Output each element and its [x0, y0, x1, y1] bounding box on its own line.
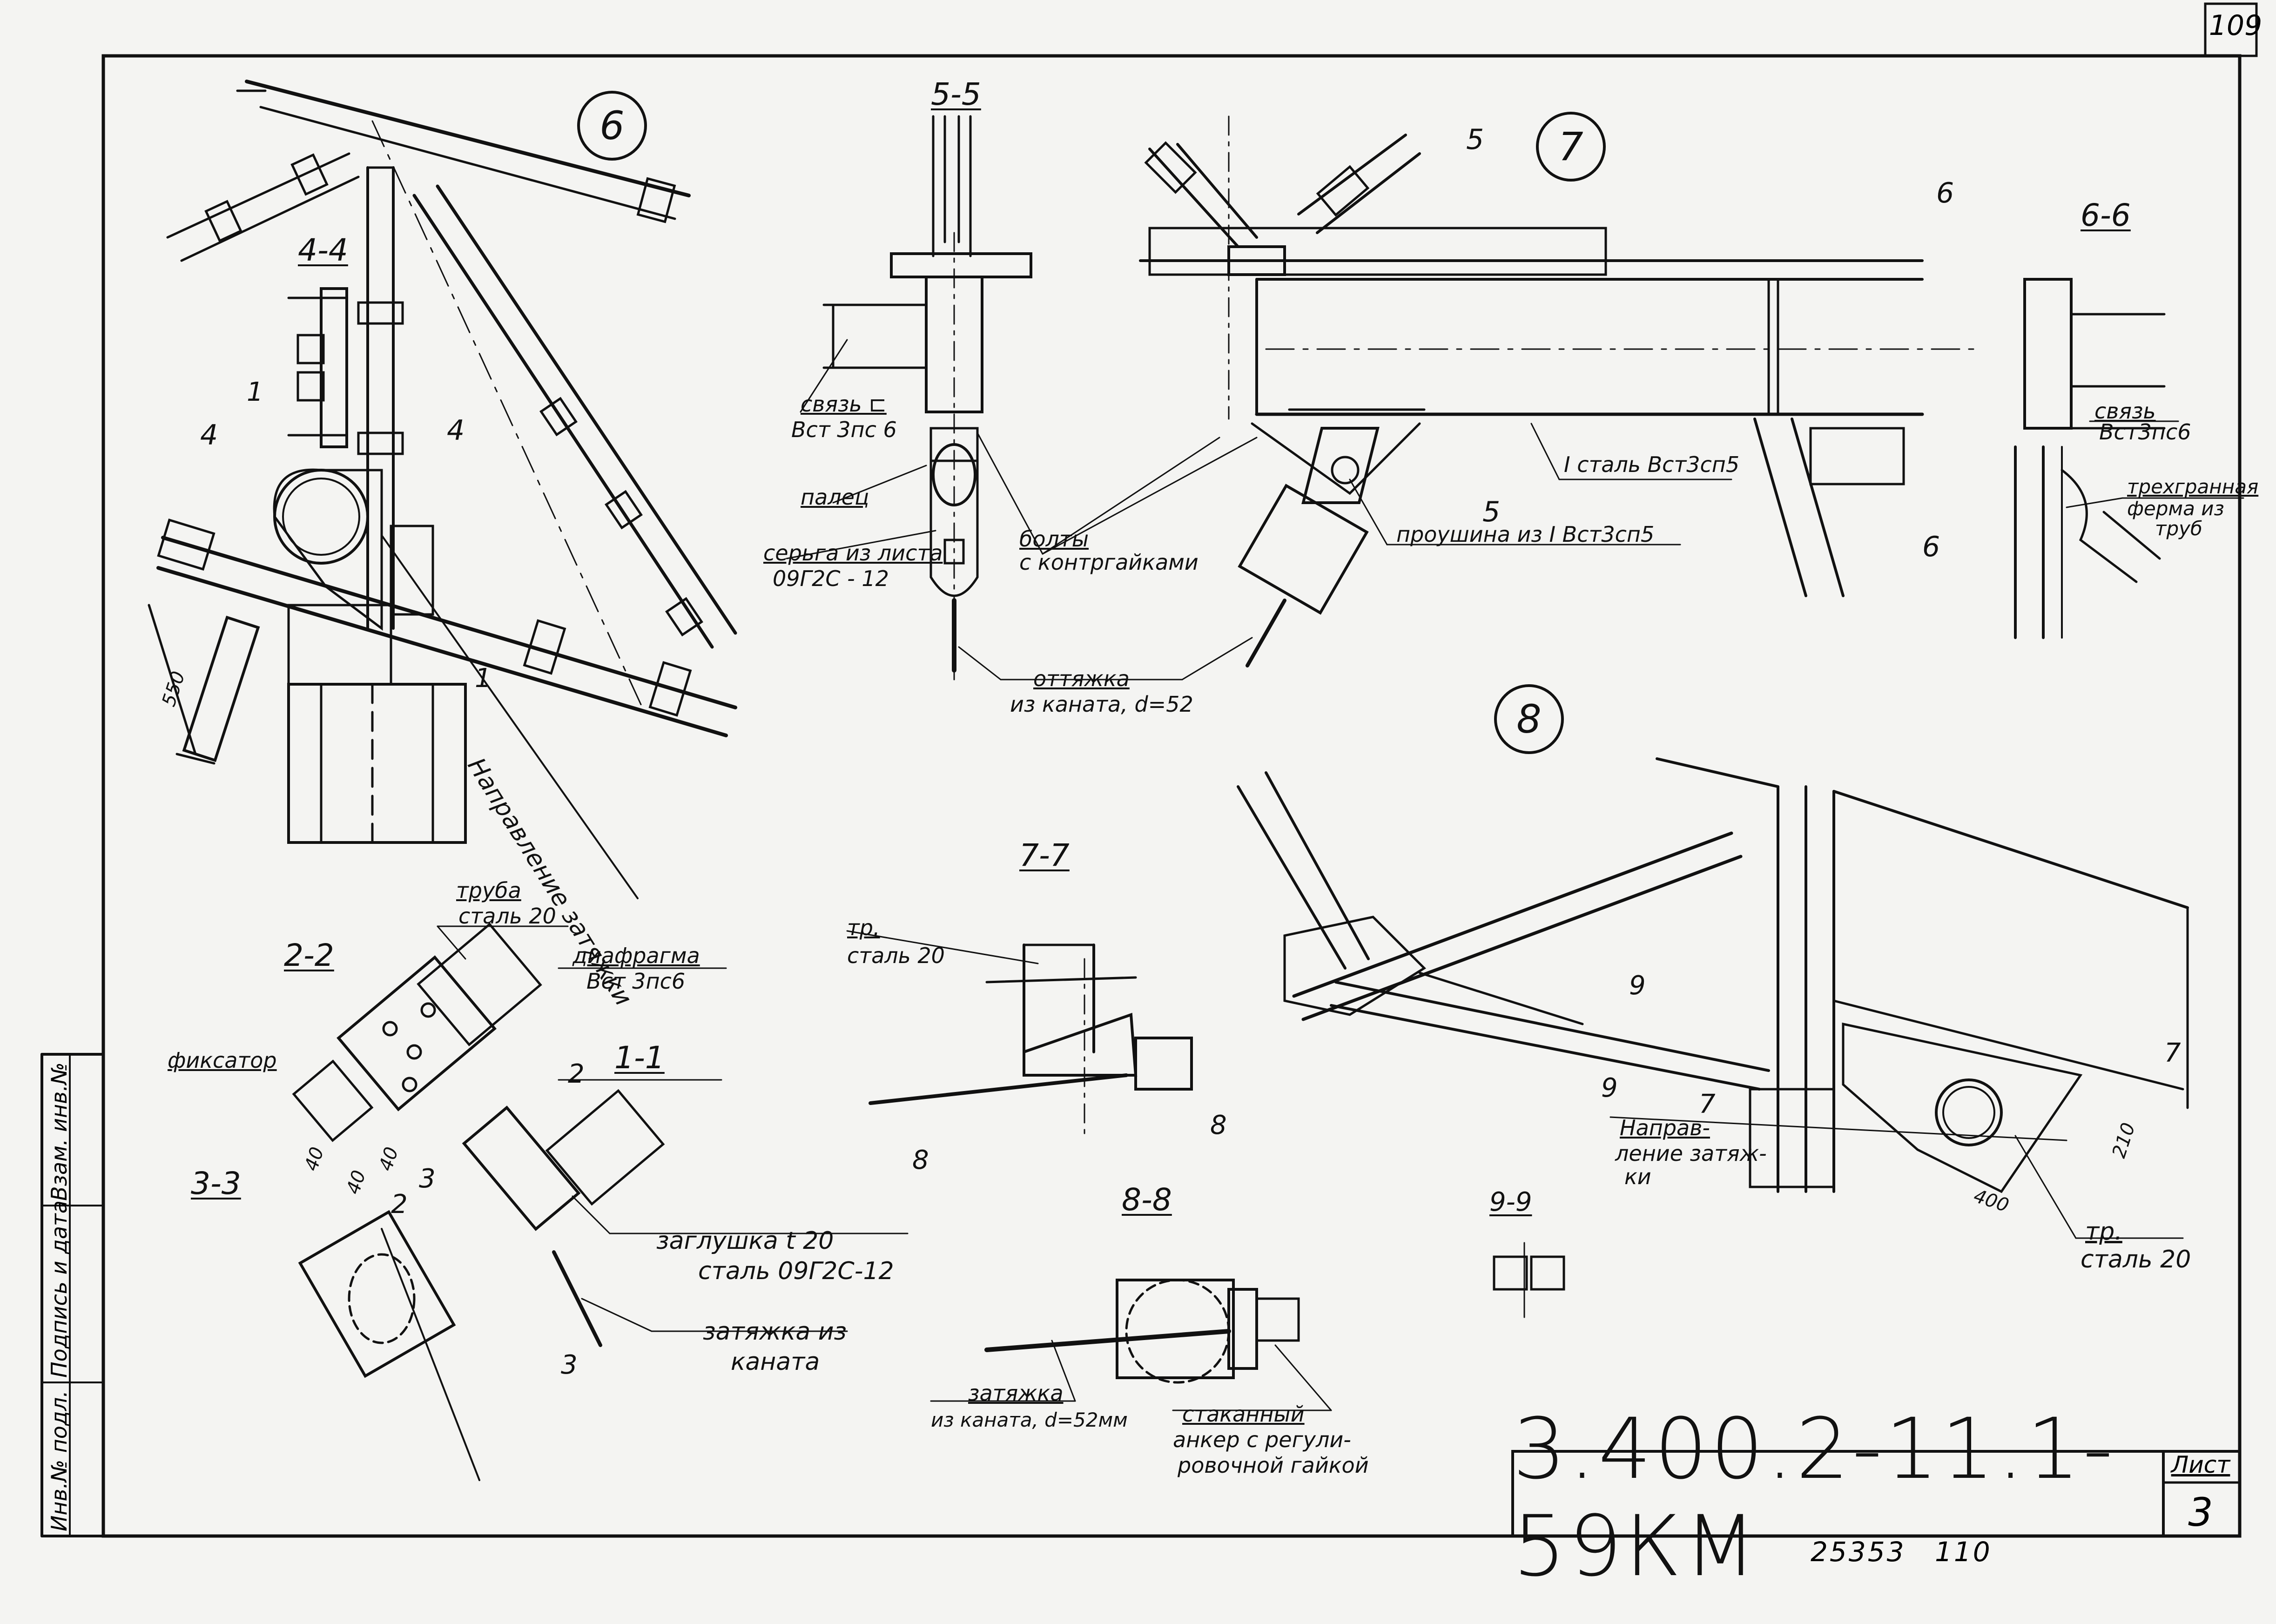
cut-mark-4b: 4 — [447, 414, 465, 447]
cut-mark-2b: 2 — [391, 1189, 408, 1220]
note-bolty-2: с контргайками — [1019, 550, 1199, 575]
note-trekhgrannaya: трехгранная — [2127, 475, 2259, 498]
note-svyaz-2-steel: Вст3пс6 — [2099, 419, 2191, 445]
cut-mark-8a: 8 — [912, 1145, 929, 1175]
note-zaglushka: заглушка t 20 — [656, 1227, 834, 1255]
node-8-marker: 8 — [1494, 684, 1564, 754]
cut-mark-7b: 7 — [1699, 1089, 1716, 1119]
cut-mark-1a: 1 — [247, 377, 263, 407]
note-tr-stal20-2: сталь 20 — [847, 943, 945, 968]
drawing-code: 3.400.2-11.1-59КМ — [1513, 1401, 2116, 1595]
node-6-drawing — [148, 80, 737, 899]
note-napravlenie-2c: ки — [1624, 1164, 1651, 1189]
note-zatyazhka-kanat-2: каната — [731, 1348, 820, 1376]
section-2-2-title: 2-2 — [284, 937, 334, 973]
section-5-5-drawing — [822, 115, 1032, 681]
archive-number: 25353 110 — [1811, 1536, 1992, 1568]
note-tr-stal20-b2: сталь 20 — [2081, 1246, 2191, 1274]
section-3-3-title: 3-3 — [191, 1166, 241, 1201]
section-8-8-drawing — [984, 1279, 1300, 1384]
note-truba: труба — [456, 878, 521, 903]
section-5-5-title: 5-5 — [931, 76, 981, 112]
sections-1-2-3-drawing — [292, 923, 665, 1481]
note-stakannyi-2: анкер с регули- — [1173, 1427, 1351, 1452]
note-tr-stal20-b: тр. — [2085, 1218, 2122, 1246]
note-fiksator: фиксатор — [168, 1048, 277, 1073]
note-proushina: проушина из I Вст3сп5 — [1396, 522, 1655, 547]
node-7-marker: 7 — [1536, 112, 1606, 182]
note-zaglushka-steel: сталь 09Г2С-12 — [698, 1257, 894, 1285]
note-zatyazhka-d52-2: из каната, d=52мм — [931, 1408, 1128, 1431]
note-stal-vst3sp5: I сталь Вст3сп5 — [1564, 452, 1740, 477]
cut-mark-3b: 3 — [561, 1350, 578, 1380]
note-svyaz-2: связь — [2094, 398, 2156, 424]
cut-mark-7a: 7 — [2164, 1038, 2181, 1068]
cut-mark-8b: 8 — [1210, 1110, 1227, 1140]
note-zatyazhka-d52: затяжка — [968, 1381, 1064, 1406]
note-truba-steel: сталь 20 — [458, 903, 556, 929]
section-7-7-drawing — [869, 943, 1193, 1141]
section-6-6-title: 6-6 — [2081, 197, 2131, 233]
note-napravlenie-2b: ление затяж- — [1615, 1141, 1767, 1166]
note-trekhgrannaya-2: ферма из — [2127, 497, 2224, 520]
section-7-7-title: 7-7 — [1019, 837, 1070, 873]
note-serga-steel: 09Г2С - 12 — [773, 566, 889, 591]
leader-lines — [437, 339, 2244, 1411]
note-svyaz-1-steel: Вст 3пс 6 — [791, 417, 897, 442]
note-palec: палец — [801, 485, 869, 510]
note-trekhgrannaya-3: труб — [2155, 517, 2202, 540]
section-9-9-drawing — [1493, 1242, 1565, 1318]
title-block — [1511, 1450, 2241, 1537]
cut-mark-5a: 5 — [1466, 123, 1484, 156]
section-8-8-title: 8-8 — [1122, 1182, 1172, 1218]
node-8-drawing — [1237, 757, 2189, 1193]
stamp-sign-date: Подпись и дата — [47, 1200, 72, 1378]
page-number: 109 — [2209, 9, 2263, 42]
note-ottyazhka-2: из каната, d=52 — [1010, 692, 1193, 717]
cut-mark-6a: 6 — [1936, 177, 1954, 209]
cut-mark-9a: 9 — [1629, 970, 1646, 1001]
stamp-replace-inv: Взам. инв.№ — [47, 1062, 72, 1201]
section-6-6-drawing — [2014, 278, 2166, 639]
archive-number-suffix: 110 — [1934, 1536, 1992, 1568]
archive-number-main: 25353 — [1811, 1536, 1906, 1568]
section-9-9-title: 9-9 — [1489, 1187, 1532, 1217]
section-1-1-title: 1-1 — [614, 1040, 665, 1076]
section-4-4-title: 4-4 — [298, 232, 348, 268]
note-diafragma: диафрагма — [572, 943, 700, 968]
drawing-frame — [101, 54, 2242, 1538]
note-ottyazhka: оттяжка — [1033, 666, 1130, 691]
note-stakannyi-3: ровочной гайкой — [1178, 1453, 1369, 1478]
sheet-number: 3 — [2188, 1489, 2213, 1535]
cut-mark-6b: 6 — [1922, 531, 1940, 563]
node-7-drawing — [1139, 115, 1979, 667]
note-bolty: болты — [1019, 526, 1089, 552]
cut-mark-3a: 3 — [419, 1164, 436, 1194]
node-6-marker: 6 — [577, 91, 647, 161]
note-serga: серьга из листа — [763, 540, 943, 566]
page-number-box — [2204, 2, 2258, 57]
note-diafragma-steel: Вст 3пс6 — [586, 969, 686, 994]
side-stamp-grid — [40, 1053, 105, 1537]
note-napravlenie-2: Направ- — [1620, 1115, 1710, 1140]
cut-mark-2a: 2 — [568, 1059, 585, 1089]
cut-mark-1b: 1 — [475, 663, 492, 694]
cut-mark-9b: 9 — [1601, 1073, 1618, 1103]
sheet-label: Лист — [2171, 1451, 2230, 1478]
cut-mark-5b: 5 — [1482, 496, 1501, 528]
note-svyaz-1: связь ⊏ — [801, 391, 887, 417]
cut-mark-4a: 4 — [200, 419, 218, 451]
note-stakannyi: стаканный — [1182, 1402, 1305, 1427]
note-zatyazhka-kanat: затяжка из — [703, 1318, 847, 1346]
stamp-inv-orig: Инв.№ подл. — [47, 1390, 72, 1531]
note-tr-stal20: тр. — [847, 915, 880, 940]
